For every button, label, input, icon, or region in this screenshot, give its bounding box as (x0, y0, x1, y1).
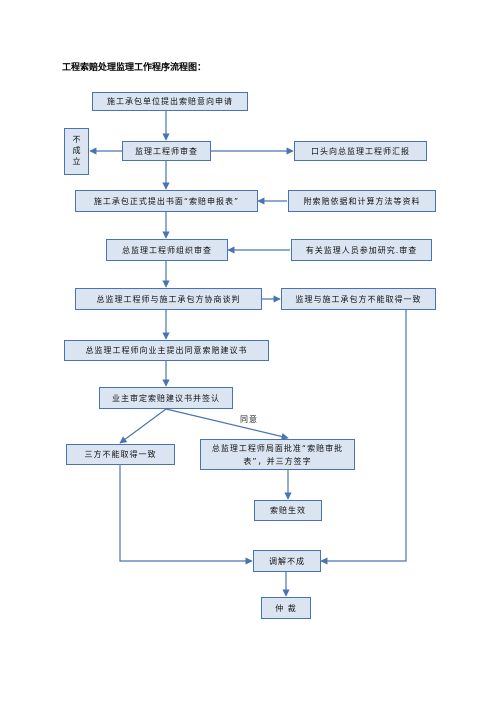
node-three-party-fail: 三方不能取得一致 (66, 444, 175, 465)
node-supervisor-review: 监理工程师审查 (122, 141, 211, 161)
node-proposal-to-owner: 总监理工程师向业主提出同意索赔建议书 (64, 340, 269, 361)
node-claim-evidence: 附索赔依据和计算方法等资料 (288, 190, 436, 212)
node-claim-intent: 施工承包单位提出索赔意向申请 (92, 92, 248, 111)
edge-n5side-n10 (320, 310, 407, 565)
node-written-approval: 总监理工程师局面批准“索赔审批表”，并三方签字 (200, 439, 355, 470)
edge-label-agree: 同意 (240, 415, 258, 424)
node-not-valid: 不成立 (64, 128, 89, 175)
node-owner-approval: 业主审定索赔建议书并签认 (99, 387, 233, 409)
page-title: 工程索赔处理监理工作程序流程图： (62, 63, 207, 73)
node-chief-review: 总监理工程师组织审查 (106, 239, 228, 261)
node-mediation-failed: 调解不成 (253, 550, 321, 572)
edge-n7-n8left (119, 408, 167, 444)
node-claim-effective: 索赔生效 (254, 500, 322, 521)
edge-n7-n8right (165, 408, 289, 441)
node-no-agreement: 监理与施工承包方不能取得一致 (281, 288, 436, 310)
node-oral-report: 口头向总监理工程师汇报 (294, 141, 427, 161)
node-arbitration: 仲 裁 (261, 597, 311, 619)
edge-n8left-n10 (119, 465, 253, 565)
node-staff-study: 有关监理人员参加研究.审查 (291, 239, 432, 261)
node-formal-claim: 施工承包正式提出书面“索赔申报表” (75, 190, 258, 212)
node-negotiation: 总监理工程师与施工承包方协商谈判 (75, 288, 262, 310)
